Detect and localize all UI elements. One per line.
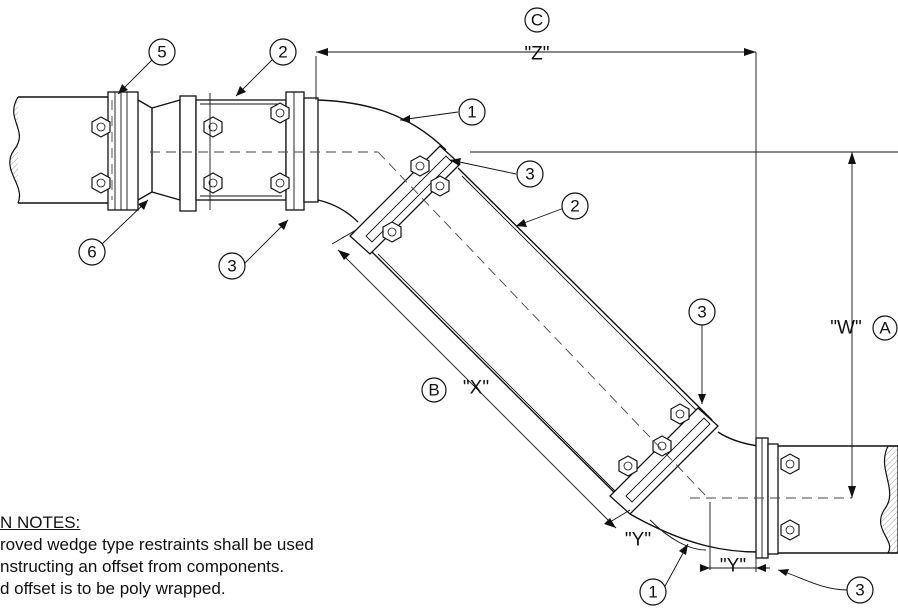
dimension-x: B "X" — [331, 229, 631, 529]
note-line: d offset is to be poly wrapped. — [0, 579, 226, 598]
note-line: nstructing an offset from components. — [0, 557, 285, 576]
svg-text:3: 3 — [525, 165, 534, 184]
svg-text:2: 2 — [570, 197, 579, 216]
flange-adapter — [91, 91, 181, 211]
nut-icon — [780, 453, 800, 475]
nut-icon — [430, 175, 450, 197]
nut-icon — [410, 155, 430, 177]
dim-z-ref: C — [531, 11, 543, 30]
svg-text:3: 3 — [697, 303, 706, 322]
svg-text:3: 3 — [227, 257, 236, 276]
nut-icon — [91, 172, 111, 194]
callout-3-lower-joint: 3 — [688, 298, 716, 404]
nut-icon — [270, 102, 290, 124]
dim-y-left-label: "Y" — [625, 530, 651, 551]
notes-title: N NOTES: — [0, 513, 81, 532]
dimension-z: C "Z" — [315, 7, 757, 440]
callout-5: 5 — [117, 38, 176, 95]
callout-1-bottom: 1 — [639, 543, 689, 606]
callout-3-bottom-right: 3 — [777, 569, 874, 604]
upper-elbow — [317, 99, 447, 223]
callout-2-top: 2 — [235, 38, 297, 97]
nut-icon — [203, 172, 223, 194]
nut-icon — [780, 519, 800, 541]
svg-text:3: 3 — [855, 581, 864, 600]
callout-2-sloped: 2 — [515, 192, 589, 227]
dimension-w: "W" A — [470, 151, 898, 498]
lower-sloped-joint — [609, 403, 719, 515]
dim-y-bottom-label: "Y" — [720, 556, 746, 577]
dimension-y: "Y" "Y" — [625, 502, 770, 577]
callout-3-upper-joint: 3 — [449, 158, 544, 188]
spool-pipe — [179, 91, 319, 212]
nut-icon — [91, 116, 111, 138]
nut-icon — [670, 403, 690, 425]
dim-z-label: "Z" — [524, 44, 549, 65]
svg-text:1: 1 — [648, 583, 657, 602]
dim-x-ref: B — [428, 381, 439, 400]
svg-text:5: 5 — [157, 43, 166, 62]
callout-1-top: 1 — [399, 98, 486, 126]
nut-icon — [270, 172, 290, 194]
nut-icon — [652, 435, 672, 457]
sloped-pipe — [371, 167, 713, 505]
upper-sloped-joint — [349, 145, 461, 255]
callout-6: 6 — [78, 199, 149, 266]
svg-text:2: 2 — [278, 43, 287, 62]
nut-icon — [382, 221, 402, 243]
dim-x-label: "X" — [463, 378, 489, 399]
note-line: roved wedge type restraints shall be use… — [0, 535, 314, 554]
svg-text:1: 1 — [467, 103, 476, 122]
nut-icon — [203, 116, 223, 138]
dim-w-label: "W" — [830, 318, 861, 339]
dim-w-ref: A — [879, 319, 891, 338]
svg-text:6: 6 — [87, 243, 96, 262]
center-lines — [150, 151, 852, 499]
nut-icon — [618, 455, 638, 477]
lower-elbow — [629, 431, 759, 553]
installation-notes: N NOTES: roved wedge type restraints sha… — [0, 512, 440, 612]
callout-3-left: 3 — [218, 219, 289, 280]
